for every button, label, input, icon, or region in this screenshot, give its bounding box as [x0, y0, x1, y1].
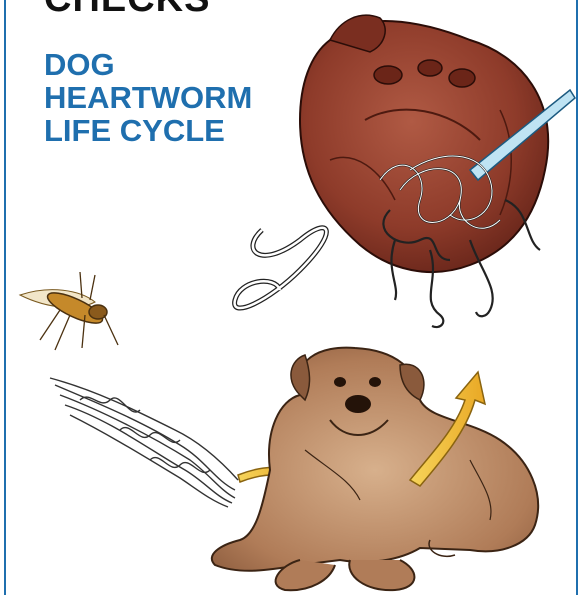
mosquito-illustration [20, 272, 118, 350]
heart-illustration [300, 15, 575, 327]
heartworm-illustration [235, 228, 327, 308]
microfilariae-illustration [50, 378, 238, 507]
